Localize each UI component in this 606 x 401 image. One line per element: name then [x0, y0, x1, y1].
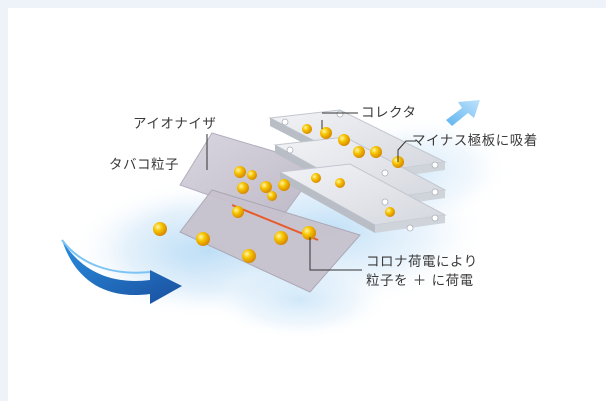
leader-corona: [309, 237, 362, 271]
label-corona-line2: 粒子を ＋ に荷電: [366, 273, 474, 289]
particle-ionizer: [232, 166, 316, 245]
airflow-out-arrow: [446, 100, 480, 126]
particles: [153, 124, 404, 263]
particle-collector: [302, 124, 404, 217]
label-collector: コレクタ: [361, 105, 417, 121]
label-corona-line1: コロナ荷電により: [366, 254, 478, 270]
label-tobacco: タバコ粒子: [109, 157, 179, 173]
airflow-in-arrow: [61, 239, 182, 304]
label-ionizer: アイオナイザ: [133, 116, 217, 132]
leader-minus-plate: [397, 140, 416, 162]
collector: [268, 109, 447, 233]
label-minus-plate: マイナス極板に吸着: [412, 133, 538, 149]
leader-lines: [206, 112, 416, 271]
particle-free: [153, 222, 256, 263]
